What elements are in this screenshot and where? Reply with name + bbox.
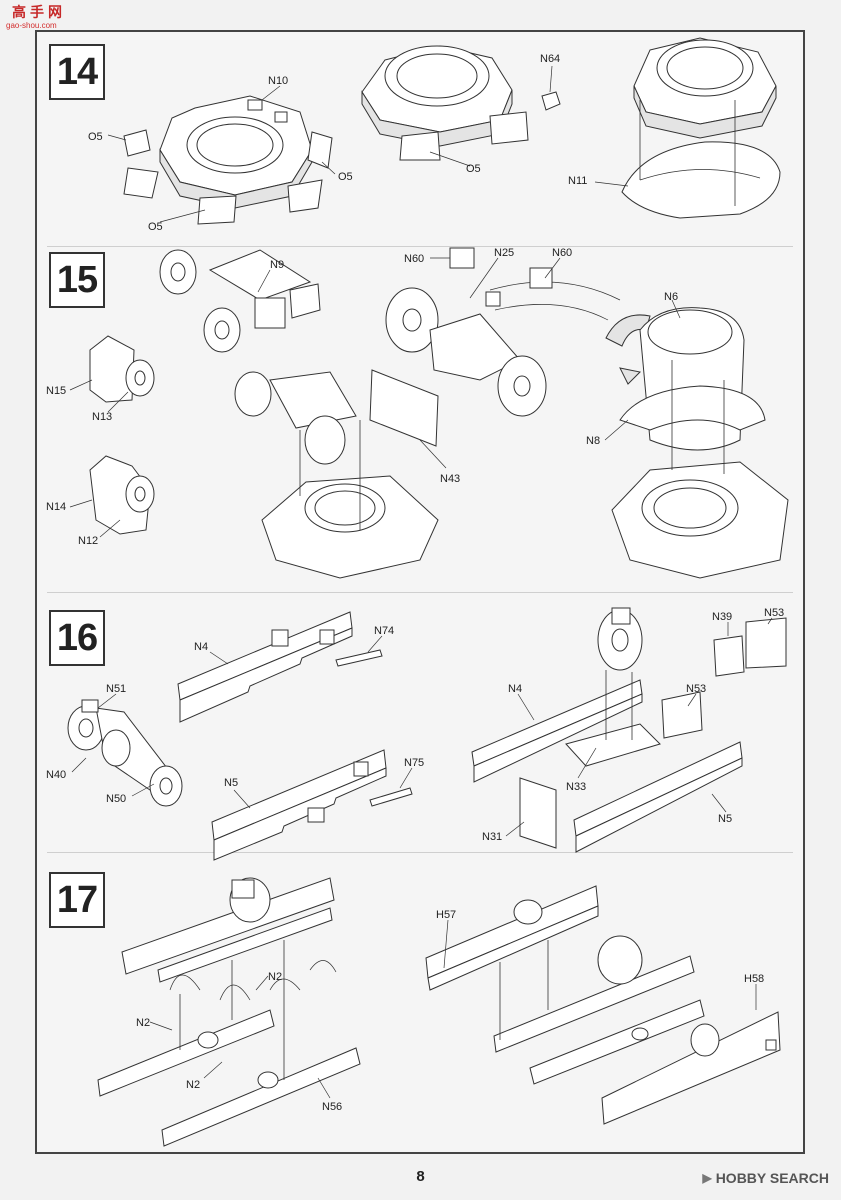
step-14-turret-ring-a (159, 95, 313, 209)
label-n43: N43 (440, 473, 460, 485)
label-h58: H58 (744, 973, 764, 985)
label-n4: N4 (508, 683, 522, 695)
step-16-number: 16 (49, 610, 105, 666)
label-n51: N51 (106, 683, 126, 695)
label-n74: N74 (374, 625, 394, 637)
step-15-n13-n15 (89, 335, 155, 403)
step-16-n40-n50-n51 (67, 699, 183, 807)
step-16-n5-n75 (211, 749, 413, 861)
label-n60: N60 (404, 253, 424, 265)
page-number: 8 (416, 1168, 425, 1185)
part-labels: N10 O5 O5 O5 N64 O5 N11 N9 N15 N13 N14 N… (46, 53, 784, 1113)
label-o5: O5 (88, 131, 103, 143)
step-14-turret-ring-c (621, 37, 781, 219)
site-logo: 高手网 gao-shou.com (2, 2, 72, 36)
label-n25: N25 (494, 247, 514, 259)
step-14-leaders (107, 65, 629, 223)
logo-url: gao-shou.com (6, 21, 57, 30)
label-n2: N2 (136, 1017, 150, 1029)
label-o5: O5 (338, 171, 353, 183)
label-n12: N12 (78, 535, 98, 547)
step-17-left-assembly (97, 877, 361, 1147)
step-14-turret-ring-b (361, 45, 513, 147)
trademark-icon: ▶ (702, 1171, 712, 1185)
step-14-number: 14 (49, 44, 105, 100)
label-n2: N2 (186, 1079, 200, 1091)
label-n8: N8 (586, 435, 600, 447)
label-n53: N53 (686, 683, 706, 695)
step-16-right-assembly (471, 607, 787, 853)
step-15-right-assembly (369, 247, 789, 579)
label-n13: N13 (92, 411, 112, 423)
step-14-plates-a (123, 129, 333, 225)
label-n5: N5 (224, 777, 238, 789)
label-n33: N33 (566, 781, 586, 793)
label-n6: N6 (664, 291, 678, 303)
divider-15-16 (47, 592, 793, 593)
label-n60: N60 (552, 247, 572, 259)
hobby-search-watermark: ▶ HOBBY SEARCH (702, 1170, 829, 1186)
label-h57: H57 (436, 909, 456, 921)
label-n14: N14 (46, 501, 66, 513)
logo-title: 高手网 (12, 4, 66, 20)
label-n11: N11 (568, 175, 587, 187)
step-15-number: 15 (49, 252, 105, 308)
divider-16-17 (47, 852, 793, 853)
step-15-n12-n14 (89, 455, 155, 535)
label-n31: N31 (482, 831, 502, 843)
step-15-n9-assembly (159, 249, 321, 353)
label-n5: N5 (718, 813, 732, 825)
label-o5: O5 (148, 221, 163, 233)
label-n53: N53 (764, 607, 784, 619)
step-16-leaders (71, 617, 773, 837)
step-17-leaders (149, 919, 757, 1099)
step-15-leaders (69, 257, 681, 538)
label-n2: N2 (268, 971, 282, 983)
label-n10: N10 (268, 75, 288, 87)
step-16-n4-n74 (177, 611, 383, 723)
label-n50: N50 (106, 793, 126, 805)
label-n75: N75 (404, 757, 424, 769)
step-15-mid-assembly (234, 371, 439, 579)
label-n9: N9 (270, 259, 284, 271)
step-17-number: 17 (49, 872, 105, 928)
label-o5: O5 (466, 163, 481, 175)
label-n56: N56 (322, 1101, 342, 1113)
step-14-plates-b (399, 91, 561, 161)
label-n39: N39 (712, 611, 732, 623)
label-n64: N64 (540, 53, 560, 65)
step-17-right-assembly (425, 885, 781, 1125)
watermark-text: HOBBY SEARCH (715, 1170, 829, 1186)
label-n40: N40 (46, 769, 66, 781)
label-n15: N15 (46, 385, 66, 397)
label-n4: N4 (194, 641, 208, 653)
divider-14-15 (47, 246, 793, 247)
